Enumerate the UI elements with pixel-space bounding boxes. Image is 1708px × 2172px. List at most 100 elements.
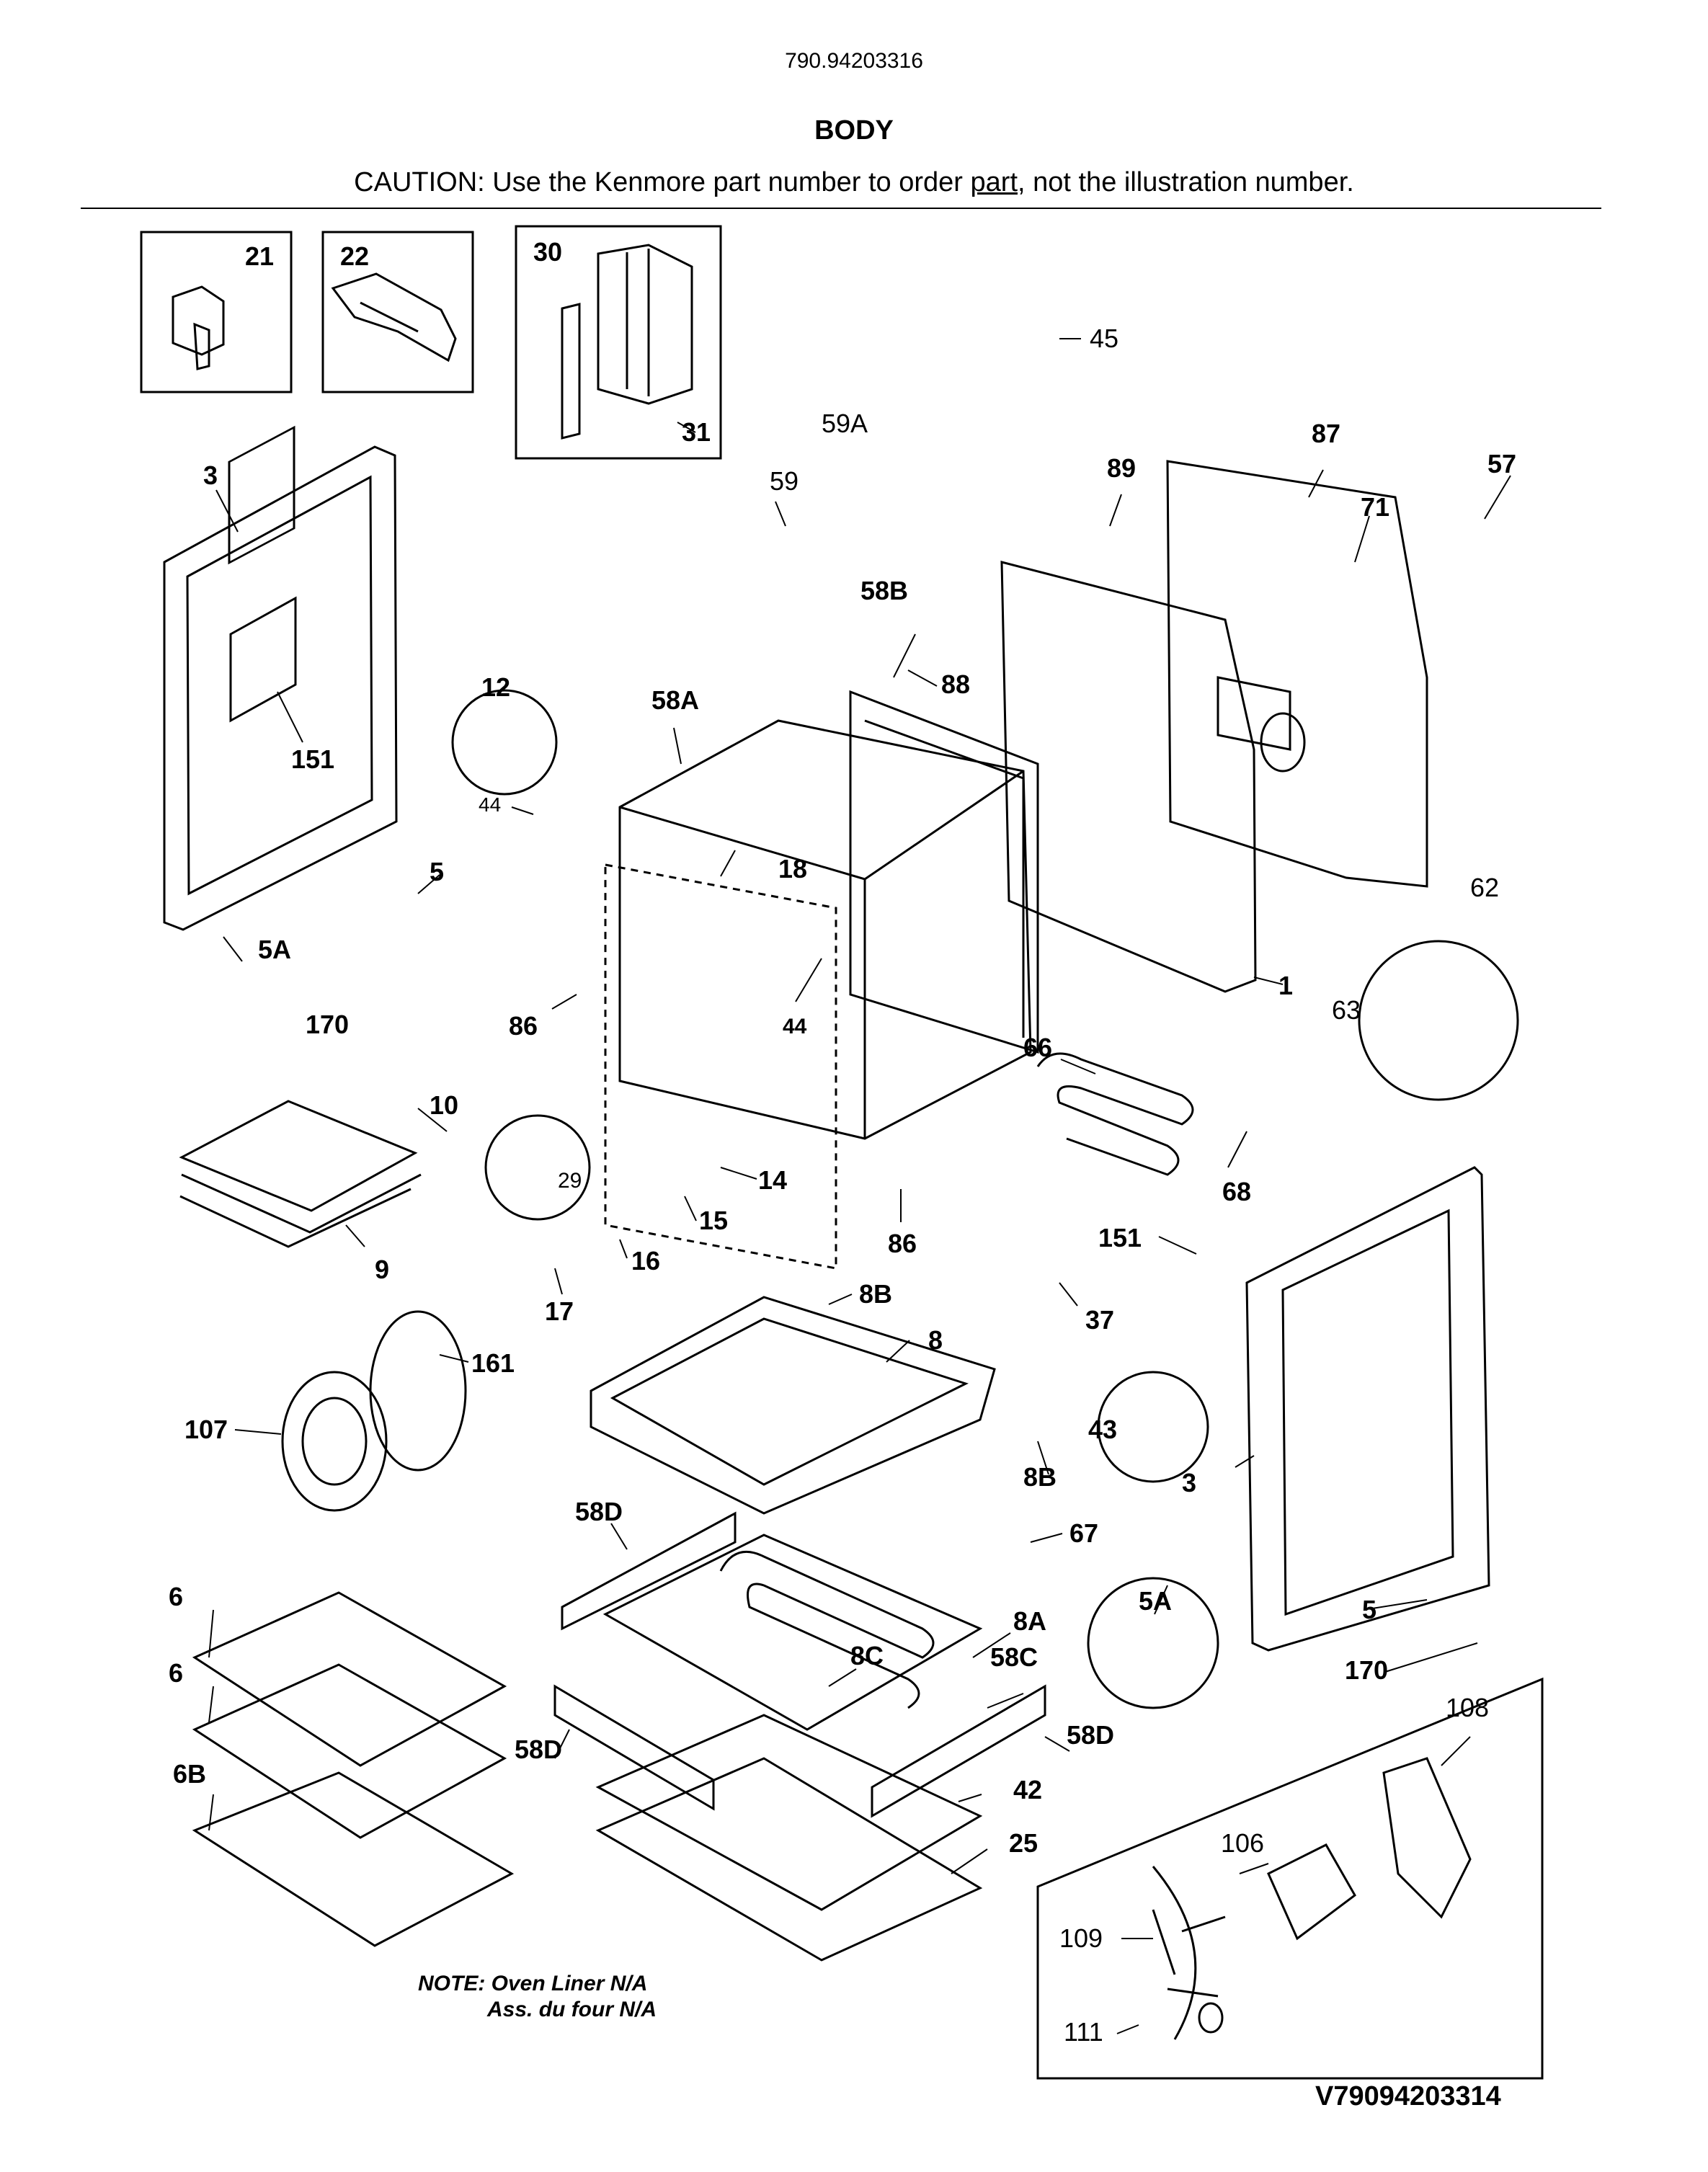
callout-8A: 8A (1013, 1606, 1046, 1636)
callout-87: 87 (1312, 419, 1340, 448)
detail-circle-12 (451, 689, 558, 796)
callout-58A: 58A (651, 685, 699, 715)
callout-109: 109 (1059, 1923, 1103, 1953)
callout-161: 161 (471, 1348, 515, 1378)
callout-37: 37 (1085, 1305, 1114, 1335)
callout-45: 45 (1090, 324, 1118, 353)
convection-ring-element (369, 1310, 467, 1472)
callout-89: 89 (1107, 453, 1136, 483)
callout-3-right: 3 (1182, 1468, 1196, 1497)
callout-3-left: 3 (203, 460, 218, 490)
callout-16: 16 (631, 1246, 660, 1276)
inset-box-21 (140, 231, 293, 393)
callout-58D-left: 58D (515, 1735, 562, 1764)
callout-88: 88 (941, 669, 970, 699)
side-panel-left (163, 425, 398, 931)
callout-151-left: 151 (291, 744, 334, 774)
storage-drawer (590, 1296, 996, 1515)
callout-5-left: 5 (430, 857, 444, 886)
callout-29: 29 (558, 1169, 582, 1193)
callout-6-middle: 6 (169, 1658, 183, 1688)
callout-86-lower: 86 (888, 1229, 917, 1258)
convection-fan-cover (281, 1371, 388, 1512)
detail-circle-29 (484, 1114, 591, 1221)
diagram-id: V79094203314 (1315, 2081, 1501, 2111)
callout-58B: 58B (860, 576, 908, 605)
callout-9: 9 (375, 1255, 389, 1284)
callout-43: 43 (1088, 1415, 1117, 1444)
callout-68: 68 (1222, 1177, 1251, 1206)
caution-prefix: CAUTION: Use the Kenmore part number to … (354, 167, 971, 197)
leader-lines (208, 338, 1511, 2034)
broiler-pan (179, 1100, 422, 1248)
callout-10: 10 (430, 1090, 458, 1120)
callout-15: 15 (699, 1206, 728, 1235)
section-title: BODY (814, 115, 894, 146)
detail-circle-43 (1097, 1371, 1209, 1483)
oven-rack-1 (192, 1591, 507, 1767)
callout-21: 21 (245, 241, 274, 271)
oven-rack-6b (192, 1771, 515, 1947)
callout-71: 71 (1361, 492, 1389, 522)
callout-66: 66 (1023, 1033, 1052, 1062)
callout-5A-right: 5A (1139, 1586, 1172, 1616)
side-panel-right (1245, 1166, 1490, 1652)
callout-58C: 58C (990, 1642, 1038, 1672)
callout-5-right: 5 (1362, 1595, 1376, 1624)
callout-107: 107 (184, 1415, 228, 1444)
inset-box-22 (321, 231, 474, 393)
callout-170-right: 170 (1345, 1655, 1388, 1685)
caution-part-link: part (970, 167, 1018, 197)
callout-170-left: 170 (306, 1010, 349, 1039)
callout-8B-lower: 8B (1023, 1462, 1057, 1492)
callout-111: 111 (1064, 2017, 1103, 2047)
inset-box-30-31 (515, 225, 722, 460)
callout-25: 25 (1009, 1828, 1038, 1858)
callout-58D-right: 58D (1067, 1720, 1114, 1750)
note-line-2: Ass. du four N/A (487, 1998, 657, 2021)
callout-14: 14 (758, 1165, 787, 1195)
bottom-panel-42-25 (595, 1714, 983, 1962)
caution-suffix: , not the illustration number. (1018, 167, 1354, 197)
callout-63: 63 (1332, 995, 1361, 1025)
detail-circle-5a (1087, 1577, 1219, 1709)
callout-58D-upper: 58D (575, 1497, 623, 1526)
callout-108: 108 (1446, 1693, 1489, 1722)
callout-44-lower: 44 (783, 1015, 807, 1038)
callout-8C: 8C (850, 1641, 884, 1670)
model-number: 790.94203316 (785, 49, 923, 73)
drawer-bottom-8a (602, 1534, 983, 1731)
callout-151-right: 151 (1098, 1223, 1142, 1252)
caution-text: CAUTION: Use the Kenmore part number to … (0, 167, 1708, 198)
callout-12: 12 (481, 672, 510, 702)
callout-67: 67 (1069, 1518, 1098, 1548)
callout-59A: 59A (822, 409, 868, 438)
callout-30: 30 (533, 237, 562, 267)
callout-57: 57 (1487, 449, 1516, 479)
detail-circle-62-63 (1358, 940, 1519, 1101)
insulation-strips-58c-58d (553, 1511, 1046, 1818)
back-panel (1000, 460, 1428, 993)
callout-1: 1 (1278, 971, 1293, 1000)
callout-106: 106 (1221, 1828, 1264, 1858)
callout-86-upper: 86 (509, 1011, 538, 1041)
callout-42: 42 (1013, 1775, 1042, 1804)
callout-8: 8 (928, 1325, 943, 1355)
header-divider (81, 208, 1601, 209)
callout-44-upper: 44 (479, 793, 501, 816)
callout-59: 59 (770, 466, 799, 496)
insulation-blanket (849, 690, 1039, 1054)
oven-cavity (604, 719, 1032, 1270)
broil-element (1036, 1052, 1194, 1176)
bake-element (719, 1550, 935, 1709)
convection-motor-inset (1036, 1677, 1544, 2080)
callout-5A-left: 5A (258, 935, 291, 964)
oven-rack-2 (192, 1663, 507, 1839)
callout-6B: 6B (173, 1759, 206, 1789)
callout-22: 22 (340, 241, 369, 271)
callout-18: 18 (778, 854, 807, 884)
callout-6-top: 6 (169, 1582, 183, 1611)
note-line-1: NOTE: Oven Liner N/A (418, 1972, 648, 1995)
callout-8B-upper: 8B (859, 1279, 892, 1309)
